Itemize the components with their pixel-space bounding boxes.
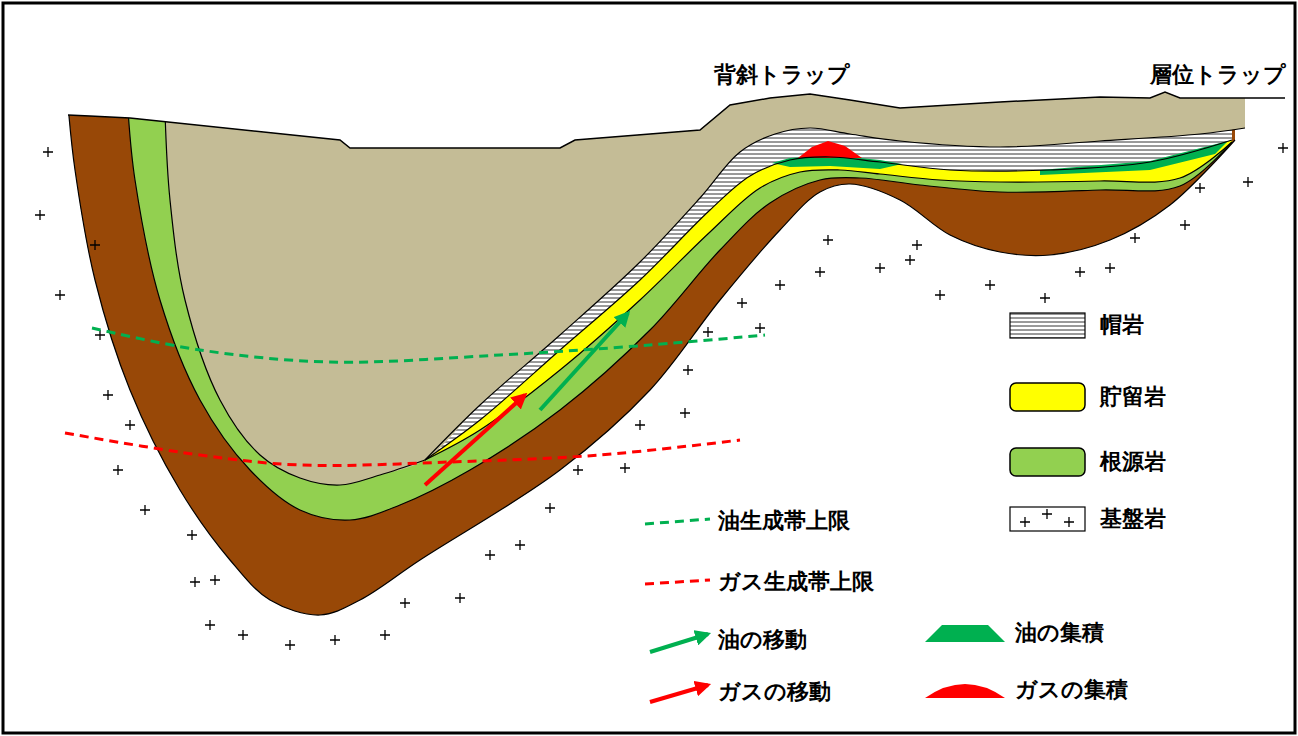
basement-cross: [1195, 183, 1205, 193]
migration-arrow: [540, 313, 628, 410]
basement-cross: [125, 420, 135, 430]
basement-cross: [1040, 293, 1050, 303]
layer-boundary: [128, 110, 1232, 520]
basement-cross: [113, 465, 123, 475]
basement-cross: [140, 505, 150, 515]
basement-cross: [55, 290, 65, 300]
basement-cross: [1243, 177, 1253, 187]
basement-cross: [205, 620, 215, 630]
layer-boundary: [68, 105, 1235, 615]
trap-label: 層位トラップ: [1150, 61, 1286, 89]
legend-label: 基盤岩: [1100, 505, 1166, 533]
basement-cross: [485, 550, 495, 560]
basement-cross: [1278, 143, 1288, 153]
basement-cross: [43, 147, 53, 157]
legend-label: 根源岩: [1100, 448, 1166, 476]
legend-label: ガスの集積: [1015, 676, 1128, 704]
layer-boundary: [425, 140, 1232, 460]
legend-sample: [1010, 507, 1085, 531]
basement-cross: [683, 365, 693, 375]
legend-sample: [925, 625, 1005, 642]
legend-sample: [1010, 313, 1085, 338]
migration-arrow: [425, 395, 525, 485]
legend-sample: [650, 685, 708, 702]
basement-cross: [515, 540, 525, 550]
basement-cross: [285, 640, 295, 650]
accumulation: [1040, 141, 1228, 175]
basement-cross: [380, 630, 390, 640]
basement-cross: [775, 280, 785, 290]
basement-cross: [875, 263, 885, 273]
basement-marks: [35, 143, 1288, 650]
basement-cross: [815, 267, 825, 277]
layer-boundary: [425, 128, 1245, 460]
basement-cross: [455, 593, 465, 603]
basement-cross: [985, 280, 995, 290]
basement-cross: [905, 255, 915, 265]
legend-label: 帽岩: [1100, 311, 1144, 339]
basement-cross: [680, 408, 690, 418]
basement-cross: [190, 577, 200, 587]
basement-cross: [103, 390, 113, 400]
zones-and-arrows: [65, 313, 765, 485]
legend-label: 油の移動: [718, 626, 807, 654]
basement-cross: [400, 598, 410, 608]
legend-sample: [645, 519, 710, 524]
basement-cross: [330, 635, 340, 645]
legend-sample: [1010, 448, 1085, 476]
legend-label: ガスの移動: [718, 678, 831, 706]
basement-cross: [187, 530, 197, 540]
basement-cross: [95, 330, 105, 340]
legend-sample: [925, 684, 1005, 698]
basement-cross: [573, 465, 583, 475]
basement-cross: [620, 463, 630, 473]
layer-boundary: [425, 142, 1232, 460]
legend-sample: [1010, 383, 1085, 411]
basement-cross: [935, 290, 945, 300]
layer-boundary: [165, 112, 425, 485]
basement-cross: [635, 420, 645, 430]
legend-sample: [645, 580, 710, 584]
trap-label: 背斜トラップ: [714, 61, 850, 89]
ground-surface: [68, 92, 1285, 148]
rock-layer: [165, 60, 1245, 485]
basement-cross: [1105, 263, 1115, 273]
strata: [68, 60, 1245, 615]
basement-cross: [823, 235, 833, 245]
legend-sample: [650, 634, 708, 652]
basement-cross: [737, 298, 747, 308]
legend-label: ガス生成帯上限: [718, 568, 874, 596]
generation-zone-limit: [92, 328, 765, 362]
basement-cross: [545, 503, 555, 513]
legend-label: 油の集積: [1015, 619, 1104, 647]
basement-cross: [1180, 220, 1190, 230]
accumulation: [798, 141, 862, 158]
basement-cross: [912, 240, 922, 250]
generation-zone-limit: [65, 433, 740, 466]
frame: [3, 3, 1295, 733]
legend-label: 貯留岩: [1100, 383, 1166, 411]
basement-cross: [1075, 267, 1085, 277]
basement-cross: [210, 575, 220, 585]
basement-cross: [703, 327, 713, 337]
basement-cross: [35, 210, 45, 220]
basement-cross: [238, 630, 248, 640]
basement-cross: [90, 240, 100, 250]
legend-label: 油生成帯上限: [718, 507, 850, 535]
basement-cross: [755, 323, 765, 333]
basement-cross: [1130, 233, 1140, 243]
